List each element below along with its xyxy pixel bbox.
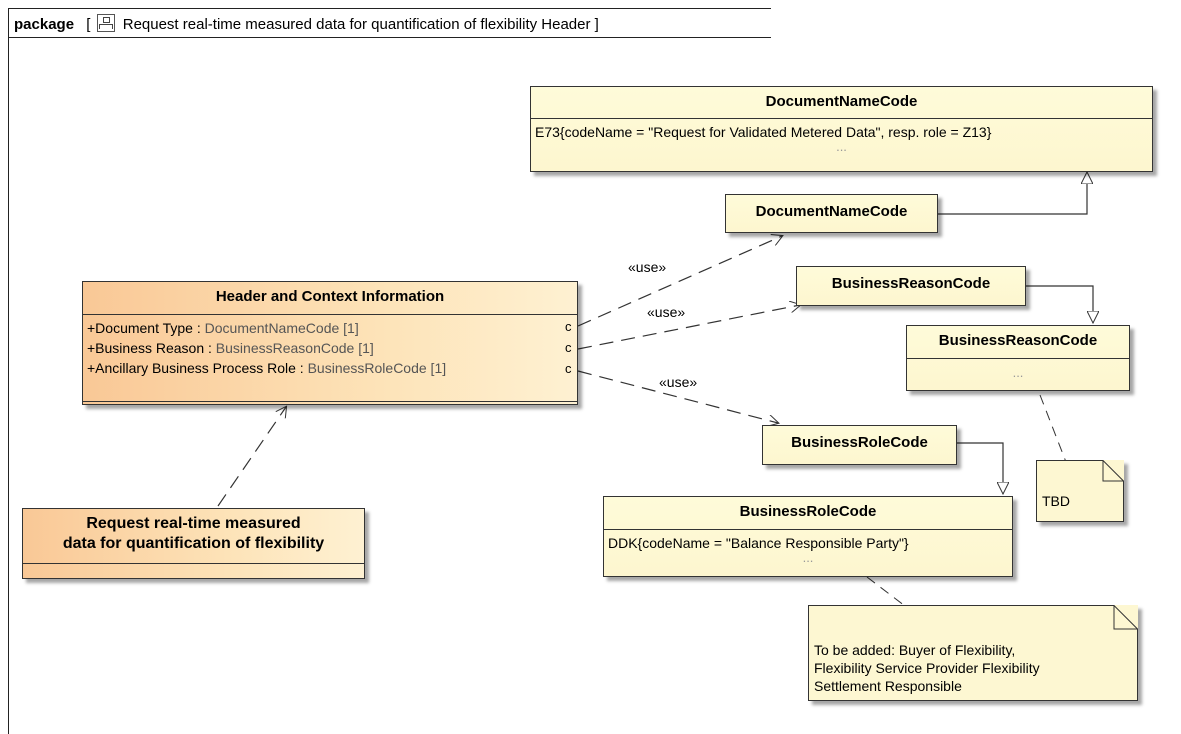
request-compartment bbox=[23, 563, 364, 564]
generalization-doc-name bbox=[938, 172, 1087, 215]
request-class[interactable]: Request real-time measured data for quan… bbox=[22, 508, 365, 579]
use-label-business-role: «use» bbox=[659, 374, 698, 390]
generalization-business-reason bbox=[1026, 285, 1093, 323]
enum-literal-ddk: DDK{codeName = "Balance Responsible Part… bbox=[608, 535, 909, 551]
dependency-request-header bbox=[217, 407, 286, 507]
business-reason-enum-title: BusinessReasonCode bbox=[938, 332, 1098, 349]
end-marker-1: c bbox=[565, 319, 572, 334]
end-marker-3: c bbox=[565, 361, 572, 376]
package-frame-label: package [ Request real-time measured dat… bbox=[14, 14, 599, 33]
document-name-code-class[interactable]: DocumentNameCode bbox=[725, 194, 938, 233]
package-frame-tab bbox=[8, 8, 771, 38]
business-reason-code-enum[interactable]: BusinessReasonCode ... bbox=[906, 325, 1130, 391]
end-marker-2: c bbox=[565, 340, 572, 355]
attribute-business-reason[interactable]: +Business Reason : BusinessReasonCode [1… bbox=[87, 340, 374, 356]
document-name-code-title: DocumentNameCode bbox=[755, 203, 908, 220]
package-keyword: package bbox=[14, 16, 75, 33]
note-anchor-tbd bbox=[1039, 394, 1067, 463]
business-role-code-enum[interactable]: BusinessRoleCode DDK{codeName = "Balance… bbox=[603, 496, 1013, 577]
business-role-enum-title: BusinessRoleCode bbox=[739, 503, 877, 520]
request-title-line1: Request real-time measured bbox=[86, 515, 301, 532]
enum-more-dots: ... bbox=[1012, 365, 1024, 380]
header-context-class[interactable]: Header and Context Information +Document… bbox=[82, 281, 578, 405]
document-name-code-enum[interactable]: DocumentNameCode E73{codeName = "Request… bbox=[530, 86, 1153, 172]
header-context-title: Header and Context Information bbox=[215, 288, 445, 305]
note-shape bbox=[1036, 460, 1124, 522]
generalization-business-role bbox=[957, 442, 1003, 494]
close-bracket: ] bbox=[594, 16, 599, 33]
note-tbd[interactable]: TBD bbox=[1036, 460, 1124, 522]
use-dependency-doc-name bbox=[577, 236, 782, 327]
business-reason-code-class[interactable]: BusinessReasonCode bbox=[796, 266, 1026, 306]
use-label-business-reason: «use» bbox=[647, 304, 686, 320]
attribute-document-type[interactable]: +Document Type : DocumentNameCode [1] bbox=[87, 320, 359, 336]
open-bracket: [ bbox=[86, 16, 91, 33]
enum-more-dots: ... bbox=[802, 550, 814, 565]
document-name-enum-title: DocumentNameCode bbox=[765, 93, 918, 110]
note-roles-line2: Flexibility Service Provider Flexibility bbox=[814, 660, 1040, 676]
note-roles[interactable]: To be added: Buyer of Flexibility, Flexi… bbox=[808, 605, 1138, 701]
request-title-line2: data for quantification of flexibility bbox=[62, 535, 325, 552]
header-operations-compartment bbox=[83, 401, 577, 402]
use-dependency-business-role bbox=[577, 370, 778, 423]
enum-more-dots: ... bbox=[836, 139, 847, 154]
class-diagram-icon bbox=[96, 14, 115, 32]
enum-literal-e73: E73{codeName = "Request for Validated Me… bbox=[535, 124, 992, 140]
use-label-doc-name: «use» bbox=[628, 259, 667, 275]
note-shape bbox=[808, 605, 1138, 701]
business-role-code-title: BusinessRoleCode bbox=[791, 434, 928, 451]
note-anchor-roles bbox=[866, 576, 906, 607]
use-dependency-business-reason bbox=[577, 305, 800, 350]
diagram-name: Request real-time measured data for quan… bbox=[122, 16, 591, 33]
business-reason-code-title: BusinessReasonCode bbox=[831, 275, 991, 292]
business-role-code-class[interactable]: BusinessRoleCode bbox=[762, 425, 957, 465]
note-roles-line3: Settlement Responsible bbox=[814, 678, 962, 694]
note-tbd-text: TBD bbox=[1042, 493, 1070, 509]
package-frame-border bbox=[8, 38, 9, 734]
note-roles-line1: To be added: Buyer of Flexibility, bbox=[814, 642, 1016, 658]
attribute-ancillary-role[interactable]: +Ancillary Business Process Role : Busin… bbox=[87, 360, 447, 376]
